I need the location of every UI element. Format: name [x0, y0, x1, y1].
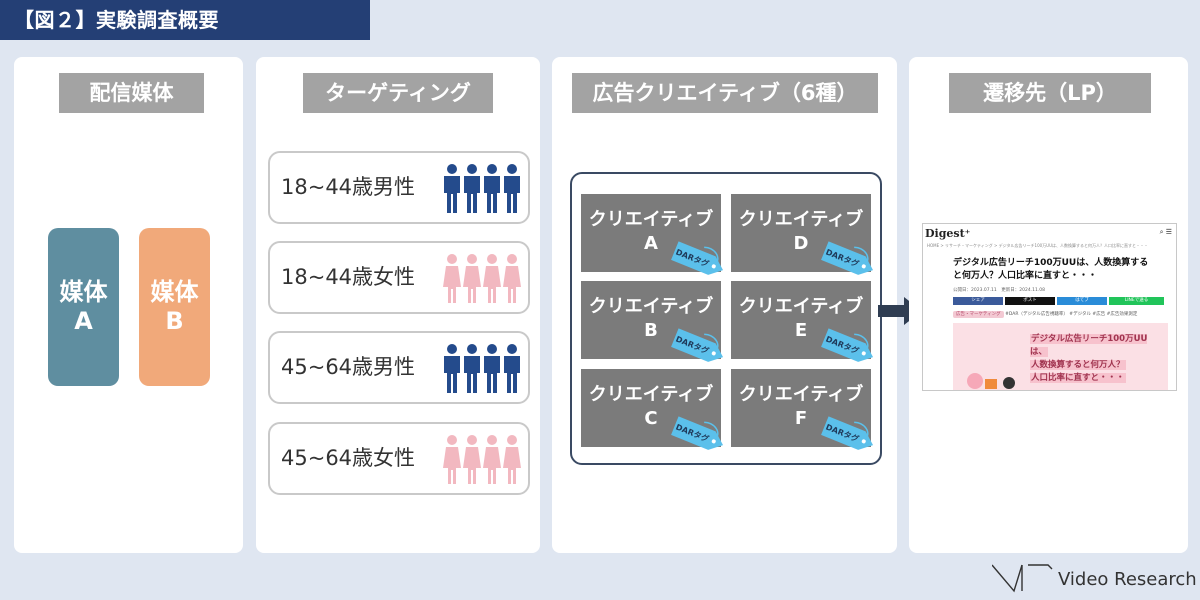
lp-hero-text: デジタル広告リーチ100万UUは、 人数換算すると何万人？ 人口比率に直すと・・…	[1030, 334, 1148, 383]
targeting-label: 45~64歳女性	[281, 446, 416, 470]
creative-letter: D	[793, 233, 809, 254]
lp-tag: #デジタル	[1069, 312, 1091, 317]
lp-tag: #DAR（デジタル広告視聴率）	[1005, 312, 1068, 317]
dar-tag-icon: DARタグ	[671, 416, 724, 450]
media-letter: A	[74, 307, 93, 335]
figure-title: 【図２】実験調査概要	[0, 0, 370, 40]
targeting-panel: ターゲティング 18~44歳男性 18~44歳女性 45~64歳男性 45~64歳女性	[256, 57, 540, 553]
dar-tag-icon: DARタグ	[821, 328, 874, 362]
creative-card: クリエイティブ C DARタグ	[581, 369, 724, 450]
creative-card: クリエイティブ F DARタグ	[731, 369, 874, 450]
lp-tag-category: 広告・マーケティング	[953, 311, 1004, 318]
lp-share-x: ポスト	[1005, 297, 1055, 305]
targeting-item: 45~64歳男性	[268, 331, 530, 404]
lp-logo: Digest⁺	[925, 227, 971, 240]
targeting-panel-header: ターゲティング	[303, 73, 493, 113]
brand-name: Video Research	[1058, 569, 1197, 590]
lp-tag: #広告	[1092, 312, 1106, 317]
lp-share-line: LINEで送る	[1109, 297, 1164, 305]
creative-label: クリエイティブ	[588, 296, 714, 317]
targeting-item: 45~64歳女性	[268, 422, 530, 495]
creative-letter: B	[644, 320, 658, 341]
dar-tag-icon: DARタグ	[671, 241, 724, 275]
creative-letter: C	[644, 408, 658, 429]
creative-letter: F	[794, 408, 808, 429]
dar-tag-icon: DARタグ	[821, 416, 874, 450]
creative-label: クリエイティブ	[588, 209, 714, 230]
creative-letter: A	[644, 233, 658, 254]
creative-card: クリエイティブ B DARタグ	[581, 281, 724, 362]
targeting-label: 18~44歳女性	[281, 265, 416, 289]
male-people-icon	[444, 344, 520, 393]
lp-share-facebook: シェア	[953, 297, 1003, 305]
media-label: 媒体	[150, 278, 199, 307]
targeting-item: 18~44歳男性	[268, 151, 530, 224]
targeting-label: 18~44歳男性	[281, 175, 416, 199]
creative-label: クリエイティブ	[738, 296, 864, 317]
lp-hero-illustration-icon	[967, 373, 1015, 389]
videoresearch-logo	[992, 564, 1053, 593]
dar-tag-icon: DARタグ	[671, 328, 724, 362]
lp-tag: #広告効果測定	[1106, 312, 1138, 317]
landing-panel-header: 遷移先（LP）	[949, 73, 1151, 113]
female-people-icon	[443, 254, 521, 303]
media-letter: B	[165, 307, 184, 335]
female-people-icon	[443, 435, 521, 484]
creative-label: クリエイティブ	[738, 209, 864, 230]
lp-headline: デジタル広告リーチ100万UUは、人数換算すると何万人？人口比率に直すと・・・	[953, 258, 1149, 281]
dar-tag-icon: DARタグ	[821, 241, 874, 275]
creative-label: クリエイティブ	[738, 384, 864, 405]
creative-card: クリエイティブ E DARタグ	[731, 281, 874, 362]
lp-hero-image: デジタル広告リーチ100万UUは、 人数換算すると何万人？ 人口比率に直すと・・…	[953, 323, 1168, 390]
creative-card: クリエイティブ D DARタグ	[731, 194, 874, 275]
creative-label: クリエイティブ	[588, 384, 714, 405]
lp-breadcrumb: HOME > リサーチ・マーケティング > デジタル広告リーチ100万UUは、人…	[927, 243, 1149, 248]
targeting-label: 45~64歳男性	[281, 355, 416, 379]
lp-header-icons: ⌕ ☰	[1159, 228, 1172, 236]
lp-tags: 広告・マーケティング #DAR（デジタル広告視聴率） #デジタル #広告 #広告…	[953, 311, 1138, 318]
targeting-item: 18~44歳女性	[268, 241, 530, 314]
lp-share-hatena: はてブ	[1057, 297, 1107, 305]
media-label: 媒体	[59, 278, 108, 307]
media-panel-header: 配信媒体	[59, 73, 204, 113]
male-people-icon	[444, 164, 520, 213]
creative-card: クリエイティブ A DARタグ	[581, 194, 724, 275]
creative-letter: E	[794, 320, 808, 341]
landing-page-screenshot: Digest⁺ ⌕ ☰ HOME > リサーチ・マーケティング > デジタル広告…	[922, 223, 1177, 391]
lp-dates: 公開日：2023.07.11 更新日：2024.11.08	[953, 288, 1046, 293]
creatives-panel-header: 広告クリエイティブ（6種）	[572, 73, 878, 113]
